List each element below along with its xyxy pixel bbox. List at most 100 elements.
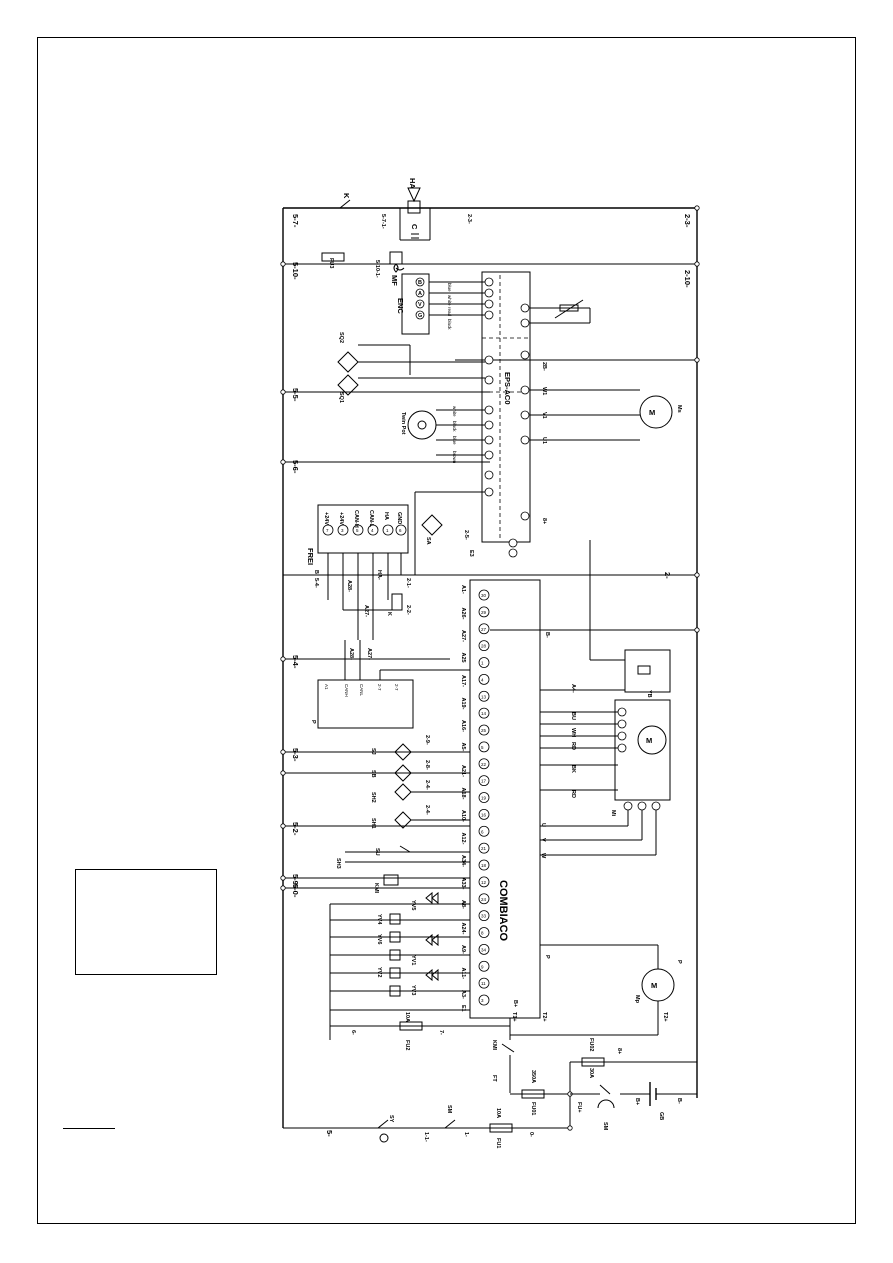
combiaco-wire-labels: A1-A26-A27-A25A17-A19-A16-A5-A21-A18-A10… <box>460 585 466 999</box>
svg-text:2-1-: 2-1- <box>405 578 411 588</box>
svg-text:2-2-: 2-2- <box>405 605 411 615</box>
combiaco-pin-number: 30 <box>481 593 487 598</box>
svg-text:V: V <box>418 302 422 308</box>
combiaco-pin <box>478 910 490 922</box>
combiaco-pin <box>478 977 490 989</box>
sensor-sa: SA 2-5- <box>414 491 485 575</box>
steering-motor-ms: M Ms <box>530 389 682 441</box>
svg-text:YB: YB <box>646 690 652 698</box>
combiaco-pin-number: 12 <box>481 880 487 885</box>
power-section: FU2 10A 6- 7- KMI FT FU01 350A FU02 30A … <box>330 1012 697 1148</box>
svg-text:M: M <box>646 736 652 745</box>
svg-text:A1: A1 <box>324 684 329 690</box>
combiaco-controller: COMBIACO B- P B+ E1 <box>460 579 550 1019</box>
svg-text:10A: 10A <box>495 1108 501 1118</box>
horn-ha: HA C 5-7-1- 2-3- <box>380 178 472 241</box>
svg-text:YV5: YV5 <box>410 900 416 910</box>
svg-text:B-: B- <box>676 1098 682 1104</box>
svg-text:2-5-: 2-5- <box>463 530 469 540</box>
combiaco-pin-number: 3 <box>481 998 484 1003</box>
rail-label: 5-9- <box>291 874 300 888</box>
combiaco-pin-number: 24 <box>481 897 487 902</box>
svg-text:A27-: A27- <box>366 648 372 660</box>
combiaco-pin <box>478 640 490 652</box>
combiaco-pin <box>478 623 490 635</box>
combiaco-pins: 3029272814131425522171916621181224338349… <box>478 589 490 1006</box>
svg-text:2-7: 2-7 <box>377 684 382 691</box>
svg-text:G: G <box>418 313 422 319</box>
contactor-kmi: KMI <box>373 874 399 894</box>
combiaco-wire-label: A3- <box>460 990 466 999</box>
combiaco-pin-number: 22 <box>481 762 487 767</box>
svg-text:K: K <box>386 612 392 616</box>
brake-yb: YB A4- <box>540 540 671 698</box>
svg-text:Mi: Mi <box>610 810 616 817</box>
combiaco-wire-label: A34- <box>460 855 466 867</box>
rail-label: 2-10- <box>683 270 692 288</box>
combiaco-pin <box>478 606 490 618</box>
svg-text:Ms: Ms <box>676 405 682 413</box>
svg-text:brown: brown <box>452 451 457 464</box>
combiaco-pin-number: 29 <box>481 610 487 615</box>
combiaco-pin <box>478 808 490 820</box>
rail-label: 5-2- <box>291 822 300 836</box>
traction-motor-mi: M BU WH RD BK RD Mi U V W <box>540 699 671 859</box>
rail-label: 2-3- <box>683 214 692 228</box>
combiaco-pin <box>478 707 490 719</box>
frei-label: FREI <box>306 548 315 565</box>
svg-text:black: black <box>447 319 452 330</box>
combiaco-pin <box>478 859 490 871</box>
rail-label: 2- <box>663 572 672 579</box>
combiaco-pin-number: 17 <box>481 779 487 784</box>
svg-text:FU01: FU01 <box>530 1102 536 1115</box>
page-border <box>37 37 856 1224</box>
combiaco-pin-number: 6 <box>481 829 484 834</box>
combiaco-wire-label: A27- <box>460 630 466 642</box>
combiaco-pin <box>478 893 490 905</box>
key-switch-k: K <box>339 193 351 209</box>
svg-text:M: M <box>649 408 655 417</box>
combiaco-pin <box>478 792 490 803</box>
svg-text:FU2: FU2 <box>404 1040 410 1050</box>
svg-text:CAN-L: CAN-L <box>368 510 374 528</box>
svg-text:30A: 30A <box>588 1068 594 1078</box>
svg-text:K: K <box>342 193 351 199</box>
svg-text:A28-: A28- <box>348 648 354 660</box>
svg-text:Mp: Mp <box>634 995 640 1004</box>
svg-text:SB: SB <box>370 770 376 778</box>
combiaco-wire-label: A33- <box>460 878 466 890</box>
combiaco-wire-label: A9- <box>460 945 466 954</box>
combiaco-pin-number: 27 <box>481 627 487 632</box>
svg-text:HA-: HA- <box>376 570 382 580</box>
svg-text:A28-: A28- <box>346 580 352 592</box>
svg-text:SJ: SJ <box>370 748 376 755</box>
svg-text:2-7: 2-7 <box>394 684 399 691</box>
svg-text:1: 1 <box>386 528 389 533</box>
combiaco-wire-label: A19- <box>460 698 466 710</box>
combiaco-pin <box>478 758 490 770</box>
valves: YV5 YV4 YV6 YV1 YV2 YV3 <box>330 891 470 1011</box>
svg-text:P: P <box>544 955 550 959</box>
combiaco-wire-label: A25 <box>460 653 466 663</box>
sensor-sh2: SH2 2-4- <box>370 780 470 803</box>
combiaco-pin <box>478 943 490 955</box>
svg-text:B+: B+ <box>634 1098 640 1105</box>
svg-text:WH: WH <box>570 728 576 737</box>
sensor-sq2: SQ2 <box>337 332 485 375</box>
combiaco-pin <box>478 960 490 972</box>
legend-box <box>75 869 217 975</box>
svg-text:HA: HA <box>383 512 389 520</box>
combiaco-pin-number: 1 <box>481 661 484 666</box>
combiaco-pin <box>478 994 490 1006</box>
frei-display: FREI 7 3 5 4 1 6 +24V +24V CAN-H CAN-L H… <box>306 504 411 640</box>
can-block-p: P A1 CANH CANL 2-7 2-7 A28- A27- <box>310 640 470 729</box>
svg-text:7-: 7- <box>438 1030 444 1035</box>
svg-text:T2+: T2+ <box>541 1012 547 1022</box>
svg-text:C: C <box>410 224 419 230</box>
eps-label: EPS-AC0 <box>503 372 512 405</box>
svg-text:5-4-: 5-4- <box>313 578 319 588</box>
svg-text:CAN-H: CAN-H <box>353 510 359 528</box>
svg-text:E1: E1 <box>460 1005 466 1012</box>
svg-text:V: V <box>540 838 546 842</box>
